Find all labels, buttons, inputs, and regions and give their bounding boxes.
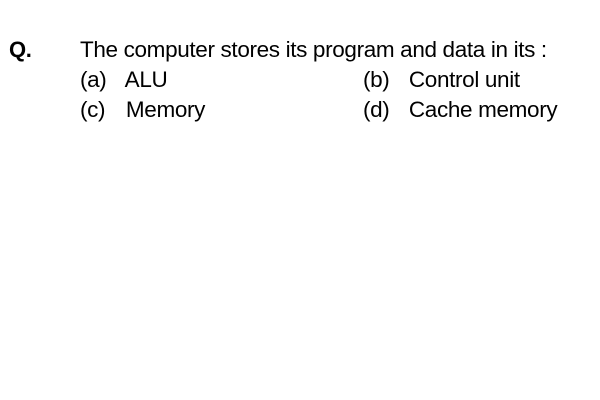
option-c-letter: (c) [80,97,106,122]
option-c: (c) Memory [80,96,205,124]
option-b-text: Control unit [408,67,520,92]
option-b: (b) Control unit [363,66,520,94]
question-text: The computer stores its program and data… [80,37,547,62]
option-a-text: ALU [124,67,168,92]
option-c-text: Memory [125,97,206,122]
option-d-letter: (d) [363,97,390,122]
question-marker: Q. [9,37,32,62]
option-d: (d) Cache memory [363,96,558,124]
option-d-text: Cache memory [408,97,558,122]
option-b-letter: (b) [363,67,390,92]
option-a-letter: (a) [80,67,107,92]
option-a: (a) ALU [80,66,168,94]
